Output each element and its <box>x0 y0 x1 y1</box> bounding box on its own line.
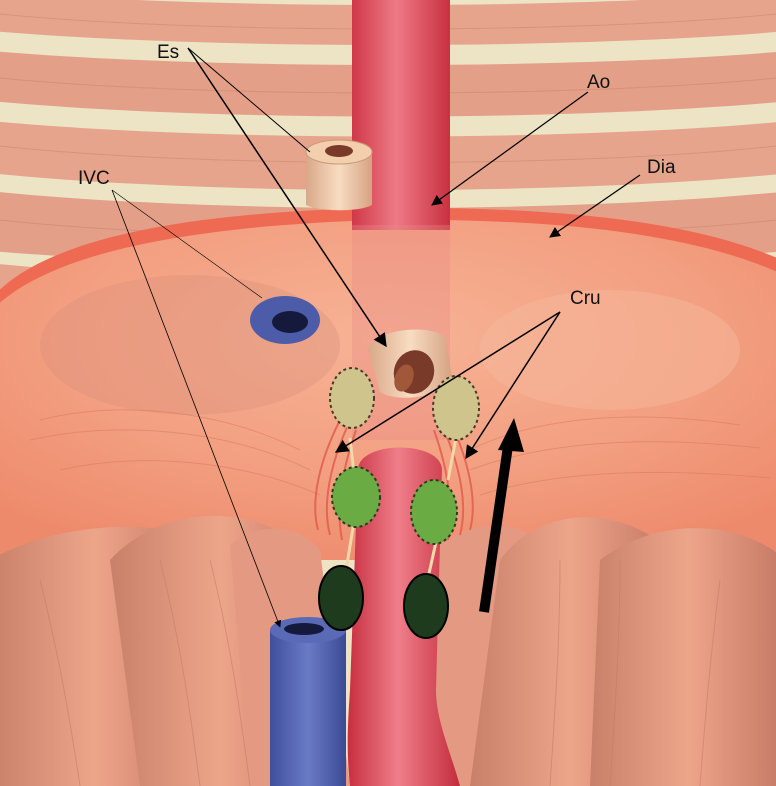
crus-knots <box>318 367 480 639</box>
ivc-foramen <box>250 296 320 344</box>
leader-lines <box>111 47 641 628</box>
crus-knot-lower-right <box>403 573 449 639</box>
ivc-lower <box>270 617 346 786</box>
label-cru: Cru <box>570 288 601 309</box>
crus-knot-middle-left <box>331 466 381 528</box>
label-ivc: IVC <box>78 168 110 189</box>
label-es: Es <box>157 42 179 63</box>
label-dia: Dia <box>647 157 676 178</box>
crus-knot-lower-left <box>318 565 364 631</box>
label-ao: Ao <box>587 72 610 93</box>
crus-knot-upper-left <box>329 367 375 429</box>
crus-knot-upper-right <box>432 375 480 441</box>
esophagus-upper <box>305 139 373 211</box>
direction-arrow <box>479 418 524 613</box>
esophagus-hiatus <box>368 329 452 398</box>
crus-knot-middle-right <box>410 479 458 545</box>
